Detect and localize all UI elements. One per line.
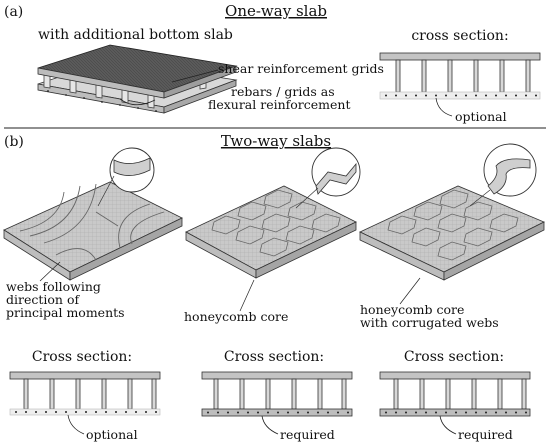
cross-section-1-note: optional: [86, 427, 138, 442]
shear-reinforcement-callout: shear reinforcement grids: [218, 61, 384, 76]
slab-2-leader: [239, 279, 255, 312]
cross-section-2: [201, 371, 353, 435]
slab-corrugated-honeycomb: [359, 143, 545, 281]
slab-1-caption-line2: direction of: [6, 292, 80, 307]
slab-1-leader: [39, 261, 61, 282]
shear-callout-leader: [171, 69, 219, 83]
cross-section-a-note: optional: [455, 109, 507, 124]
slab-principal-moments: [3, 147, 183, 281]
slab-3-caption-line1: honeycomb core: [360, 302, 464, 317]
slab-2-caption-line1: honeycomb core: [184, 309, 288, 324]
slab-3-caption-line2: with corrugated webs: [360, 315, 499, 330]
rebar-callout-line2: flexural reinforcement: [208, 97, 351, 112]
one-way-slab-caption: with additional bottom slab: [38, 27, 233, 43]
panel-a-label: (a): [4, 4, 23, 20]
slab-3-leader: [399, 277, 421, 305]
rebar-callout-line1: rebars / grids as: [231, 84, 335, 99]
cross-section-3: [379, 371, 531, 435]
panel-a-title: One-way slab: [225, 2, 327, 20]
slab-1-caption-line3: principal moments: [6, 305, 125, 320]
one-way-slab-drawing: [37, 44, 238, 114]
cross-section-a-title: cross section:: [411, 28, 508, 44]
cross-section-3-title: Cross section:: [404, 349, 504, 365]
panel-b-label: (b): [4, 134, 24, 150]
cross-section-a: [379, 52, 541, 117]
panel-b-title: Two-way slabs: [221, 132, 331, 150]
cross-section-3-note: required: [458, 427, 513, 442]
rebar-callout-leader: [119, 98, 156, 106]
slab-honeycomb: [185, 147, 361, 279]
cross-section-1-title: Cross section:: [32, 349, 132, 365]
cross-section-2-title: Cross section:: [224, 349, 324, 365]
cross-section-2-note: required: [280, 427, 335, 442]
slab-1-caption-line1: webs following: [6, 279, 101, 294]
cross-section-1: [9, 371, 161, 435]
